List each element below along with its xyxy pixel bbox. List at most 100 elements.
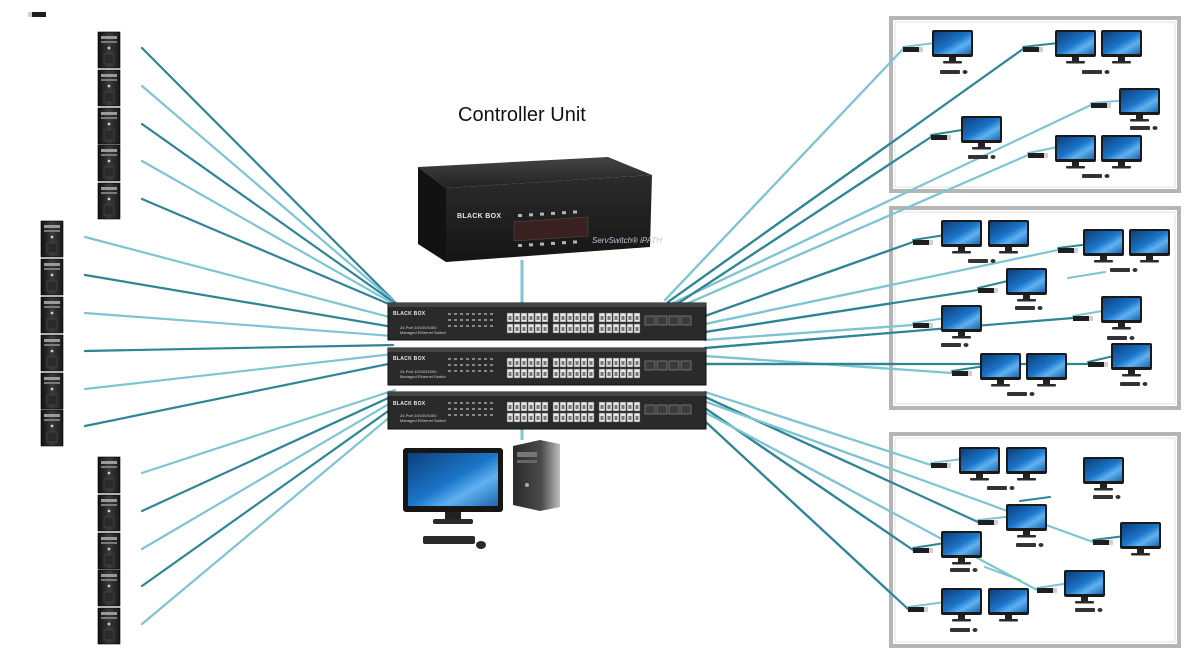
status-led xyxy=(466,313,469,315)
monitor-icon xyxy=(1083,457,1124,491)
status-led xyxy=(448,408,451,410)
link-line xyxy=(703,390,933,467)
controller-unit-device xyxy=(418,157,652,262)
status-led xyxy=(484,358,487,360)
controller-led xyxy=(540,242,544,246)
extender-module-icon xyxy=(913,323,933,328)
workstation-group-inner-2 xyxy=(894,211,1176,405)
link-line xyxy=(1019,496,1051,502)
keyboard-icon xyxy=(950,568,978,572)
link-line xyxy=(703,316,1075,350)
link-line xyxy=(951,365,986,372)
status-led xyxy=(478,319,481,321)
controller-led xyxy=(529,213,533,217)
link-line xyxy=(140,122,401,308)
status-led xyxy=(478,313,481,315)
sfp-port xyxy=(656,404,668,415)
sfp-port xyxy=(680,360,692,371)
monitor-icon xyxy=(941,220,982,254)
extender-module-icon xyxy=(1073,316,1093,321)
extender-module-icon xyxy=(1088,362,1108,367)
status-led xyxy=(490,414,493,416)
extender-module-icon xyxy=(28,12,46,17)
core-equipment xyxy=(387,157,707,549)
status-led xyxy=(478,358,481,360)
switch-2-brand: BLACK BOX xyxy=(393,356,426,362)
link-line xyxy=(666,47,1025,304)
controller-led xyxy=(529,243,533,247)
extender-module-icon xyxy=(931,135,951,140)
link-line xyxy=(140,396,401,551)
status-led xyxy=(490,319,493,321)
link-line xyxy=(703,248,1060,326)
controller-led xyxy=(551,211,555,215)
link-line xyxy=(140,400,403,588)
monitor-icon xyxy=(1006,504,1047,538)
keyboard-icon xyxy=(423,536,475,544)
tower-server-icon xyxy=(97,182,121,220)
status-led xyxy=(466,325,469,327)
tower-server-icon xyxy=(97,494,121,532)
monitor-icon xyxy=(1055,30,1096,64)
monitor-icon xyxy=(1129,229,1170,263)
status-led xyxy=(466,402,469,404)
link-line xyxy=(663,47,905,302)
status-led xyxy=(472,402,475,404)
extender-module-icon xyxy=(978,288,998,293)
monitor-icon xyxy=(1119,88,1160,122)
link-line xyxy=(140,197,405,312)
controller-led xyxy=(573,210,577,214)
monitor-icon xyxy=(988,588,1029,622)
status-led xyxy=(478,408,481,410)
keyboard-icon xyxy=(1015,306,1043,310)
keyboard-icon xyxy=(941,343,969,347)
monitor-icon xyxy=(1101,135,1142,169)
link-line xyxy=(703,240,915,318)
extender-module-icon xyxy=(903,47,923,52)
status-led xyxy=(472,408,475,410)
keyboard-icon xyxy=(940,70,968,74)
status-led xyxy=(466,364,469,366)
keyboard-icon xyxy=(1082,174,1110,178)
controller-led xyxy=(562,241,566,245)
link-line xyxy=(1067,271,1106,279)
status-led xyxy=(448,325,451,327)
mouse-icon xyxy=(476,541,486,549)
tower-server-icon xyxy=(97,569,121,607)
monitor-icon xyxy=(1101,296,1142,330)
controller-led xyxy=(518,214,522,217)
status-led xyxy=(478,370,481,372)
ethernet-switch-1 xyxy=(387,302,707,341)
link-line xyxy=(984,566,1021,581)
status-led xyxy=(472,358,475,360)
status-led xyxy=(460,402,463,404)
status-led xyxy=(448,414,451,416)
extender-module-icon xyxy=(978,520,998,525)
sfp-port xyxy=(680,404,692,415)
link-line xyxy=(140,46,397,304)
ethernet-switch-2 xyxy=(387,347,707,386)
keyboard-icon xyxy=(1075,608,1103,612)
sfp-port xyxy=(644,404,656,415)
tower-server-icon xyxy=(97,607,121,645)
workstation-group-inner-1 xyxy=(894,21,1176,188)
status-led xyxy=(460,325,463,327)
link-line xyxy=(140,84,399,306)
monitor-icon xyxy=(1026,353,1067,387)
status-led xyxy=(490,313,493,315)
monitor-icon xyxy=(1055,135,1096,169)
workstations xyxy=(903,30,1170,632)
extender-module-icon xyxy=(1058,248,1078,253)
status-led xyxy=(454,402,457,404)
desktop-computer-icon xyxy=(403,440,560,549)
status-led xyxy=(484,408,487,410)
status-led xyxy=(472,370,475,372)
link-line xyxy=(703,323,915,342)
sfp-port xyxy=(668,404,680,415)
controller-unit-title: Controller Unit xyxy=(458,104,586,126)
keyboard-icon xyxy=(1107,336,1135,340)
switch-3-brand: BLACK BOX xyxy=(393,401,426,407)
extender-module-icon xyxy=(1091,103,1111,108)
monitor-icon xyxy=(1064,570,1105,604)
link-line xyxy=(1092,535,1126,541)
